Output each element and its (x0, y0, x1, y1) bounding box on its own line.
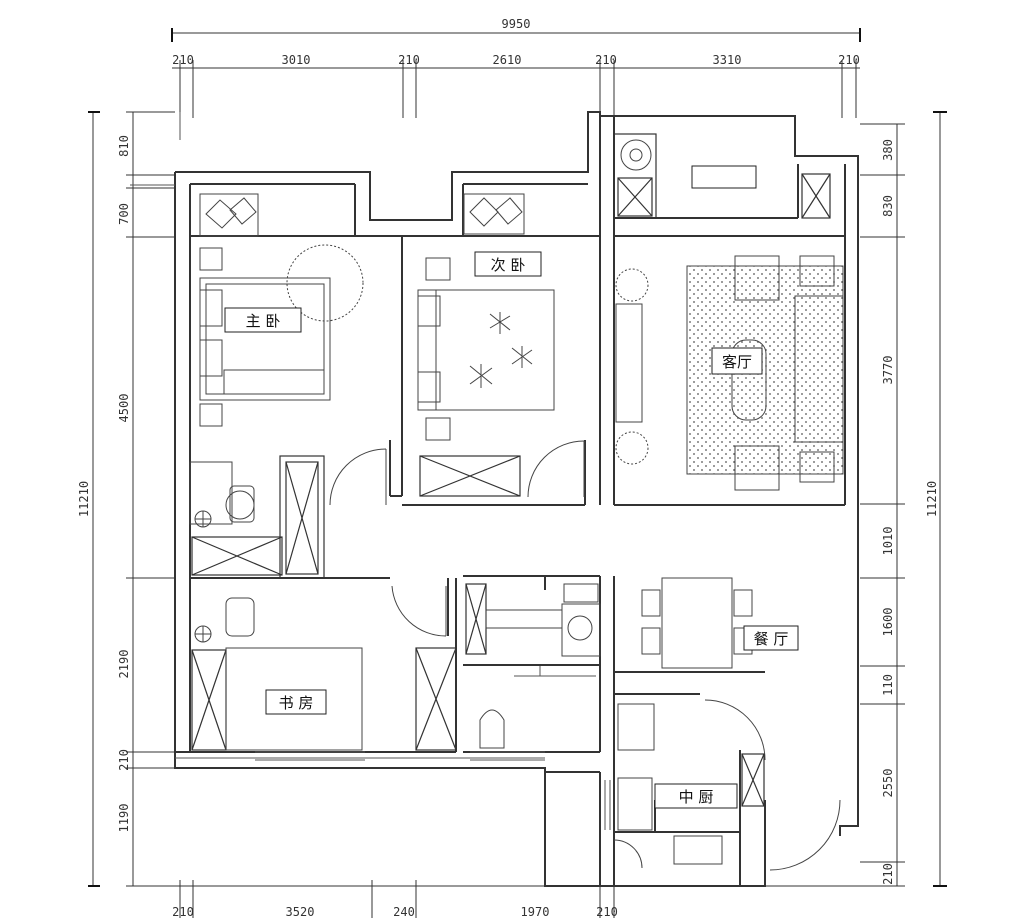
dining-room-furniture: 餐 厅 (641, 577, 799, 669)
dim-bottom-seg-5: 210 (596, 905, 618, 918)
dim-bottom-seg-2: 3520 (286, 905, 315, 918)
dim-top-seg-5: 210 (595, 53, 617, 67)
room-label-dining-room: 餐 厅 (754, 630, 789, 648)
dimension-right: 11210 380 830 3770 1010 1600 110 2550 21… (860, 111, 947, 887)
dim-top-seg-2: 3010 (282, 53, 311, 67)
bathroom-furniture (465, 583, 601, 749)
master-bedroom-furniture: 主 卧 (189, 193, 364, 579)
dim-bottom-seg-4: 1970 (521, 905, 550, 918)
doors (329, 440, 841, 871)
dim-left-seg-3: 4500 (117, 394, 131, 423)
dim-right-seg-1: 380 (881, 139, 895, 161)
dim-left-seg-5: 210 (117, 749, 131, 771)
living-room-furniture: 客厅 (615, 255, 844, 491)
dim-top-seg-1: 210 (172, 53, 194, 67)
dim-right-seg-4: 1010 (881, 527, 895, 556)
dim-left-seg-2: 700 (117, 203, 131, 225)
dim-bottom-seg-1: 210 (172, 905, 194, 918)
dim-left-seg-6: 1190 (117, 804, 131, 833)
dimension-top: 9950 210 3010 210 2610 210 3310 210 (171, 17, 861, 118)
dim-top-seg-3: 210 (398, 53, 420, 67)
dim-right-seg-3: 3770 (881, 356, 895, 385)
dim-right-seg-5: 1600 (881, 608, 895, 637)
room-label-living-room: 客厅 (722, 353, 752, 371)
dim-right-seg-7: 2550 (881, 769, 895, 798)
dim-top-total: 9950 (502, 17, 531, 31)
dim-right-seg-6: 110 (881, 674, 895, 696)
dim-right-seg-2: 830 (881, 195, 895, 217)
room-label-master-bedroom: 主 卧 (246, 312, 281, 330)
dim-right-seg-8: 210 (881, 863, 895, 885)
dim-right-total: 11210 (925, 481, 939, 517)
room-label-second-bedroom: 次 卧 (491, 256, 526, 274)
second-bedroom-furniture: 次 卧 (417, 193, 555, 497)
dim-top-seg-6: 3310 (713, 53, 742, 67)
dim-left-seg-1: 810 (117, 135, 131, 157)
room-label-kitchen: 中 厨 (679, 788, 714, 806)
dim-top-seg-4: 2610 (493, 53, 522, 67)
room-label-study: 书 房 (279, 694, 314, 712)
dimension-left: 11210 810 700 4500 2190 210 1190 (77, 111, 175, 887)
dim-left-seg-4: 2190 (117, 650, 131, 679)
utility-room-furniture (613, 133, 831, 219)
dim-top-seg-7: 210 (838, 53, 860, 67)
walls (130, 111, 859, 887)
dim-bottom-seg-3: 240 (393, 905, 415, 918)
kitchen-furniture: 中 厨 (617, 703, 765, 865)
study-furniture: 书 房 (191, 597, 457, 751)
dim-left-total: 11210 (77, 481, 91, 517)
